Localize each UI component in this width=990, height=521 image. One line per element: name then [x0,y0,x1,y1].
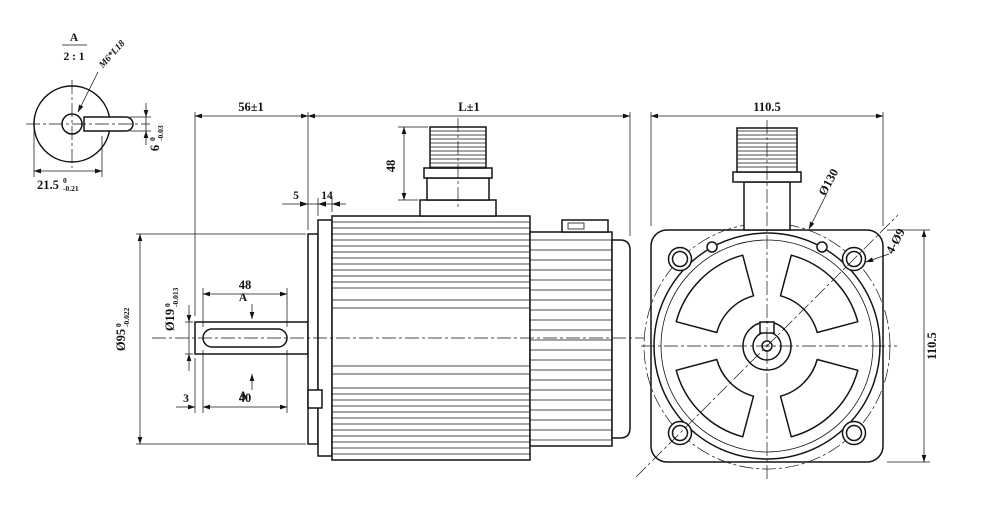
dim-text-flange-thickness: 5 [293,190,299,202]
svg-text:-0.013: -0.013 [171,287,180,307]
body-fins [332,221,530,455]
dim-arrow [318,201,326,207]
terminal-box [561,219,609,233]
dim-text-front-height: 110.5 [925,332,939,359]
section-label-bottom: A [239,390,248,402]
svg-text:21.5: 21.5 [37,178,59,192]
svg-text:M6*L18: M6*L18 [96,38,127,71]
terminal-box-detail [567,222,585,230]
svg-text:4-Ø9: 4-Ø9 [883,226,908,256]
front-view: Ø130 4-Ø9 110.5 110.5 [635,100,939,480]
mount-holes-leader [865,253,890,263]
svg-text:-0.022: -0.022 [122,307,131,327]
rear-housing [529,231,613,447]
section-label-top: A [239,292,248,304]
flange-plate [307,233,319,445]
dim-text-connector-height: 48 [384,160,398,173]
svg-text:0: 0 [114,323,123,327]
svg-text:-0.21: -0.21 [63,184,79,193]
bolt-circle-leader [808,194,827,230]
svg-text:6: 6 [148,145,162,151]
rear-end-cap [611,239,631,439]
dim-text-front-width: 110.5 [753,100,780,114]
svg-text:-0.03: -0.03 [156,125,165,141]
front-centerline-diagonal [635,214,899,478]
connector-boss [419,199,497,217]
thread-leader [77,71,99,113]
svg-text:0: 0 [148,137,157,141]
svg-text:Ø130: Ø130 [816,166,842,198]
svg-text:Ø19: Ø19 [163,309,177,331]
thread-callout: M6*L18 [96,38,127,71]
svg-text:0: 0 [63,176,67,185]
svg-text:110.5: 110.5 [925,332,939,359]
dim-text-width: 21.5 0 -0.21 [37,176,79,193]
dim-text-body-length: L±1 [458,100,479,114]
dim-text-pilot-depth: 14 [321,190,333,202]
dim-arrow [332,201,340,207]
dim-text-mount-holes: 4-Ø9 [883,226,908,256]
dim-text-keyway-length: 48 [239,278,252,292]
dim-text-key-flat: 40 [239,391,252,405]
top-screw-right [816,241,828,253]
dim-text-shaft-dia: Ø19 0 -0.013 [163,287,180,331]
dim-text-shaft-length: 56±1 [238,100,264,114]
dim-text-key-start: 3 [183,393,189,405]
detail-section-label: A [70,32,79,44]
dim-text-bolt-circle: Ø130 [816,166,842,198]
dim-arrow [300,201,308,207]
svg-text:0: 0 [163,303,172,307]
svg-text:Ø95: Ø95 [114,329,128,351]
flange-tab [307,389,323,409]
side-view: 56±1 L±1 5 14 48 48 A A [114,100,644,461]
detail-scale-label: 2 : 1 [63,51,84,63]
dim-text-keywidth: 6 0 -0.03 [148,125,165,151]
detail-view-a: A 2 : 1 M6*L18 21.5 0 -0.21 6 0 -0.03 [26,32,165,193]
svg-text:48: 48 [384,160,398,173]
top-screw-left [706,241,718,253]
dim-text-pilot-dia: Ø95 0 -0.022 [114,307,131,351]
rear-fins [530,239,612,441]
